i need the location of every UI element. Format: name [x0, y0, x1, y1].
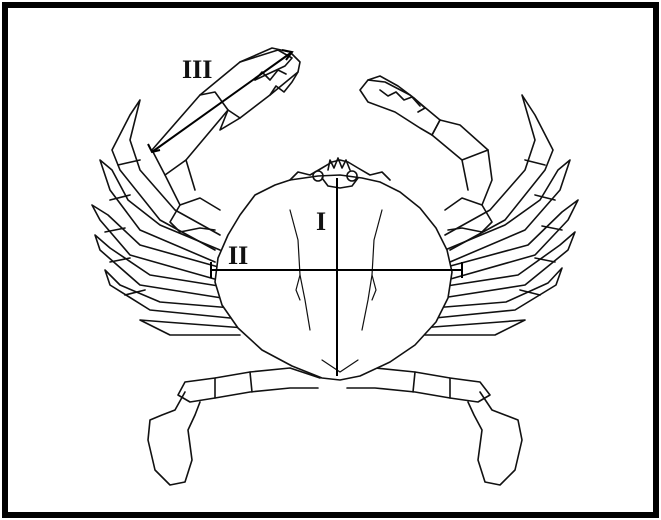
label-claw-length: III: [182, 55, 212, 84]
label-carapace-length: I: [316, 207, 326, 236]
label-carapace-width: II: [228, 241, 248, 270]
